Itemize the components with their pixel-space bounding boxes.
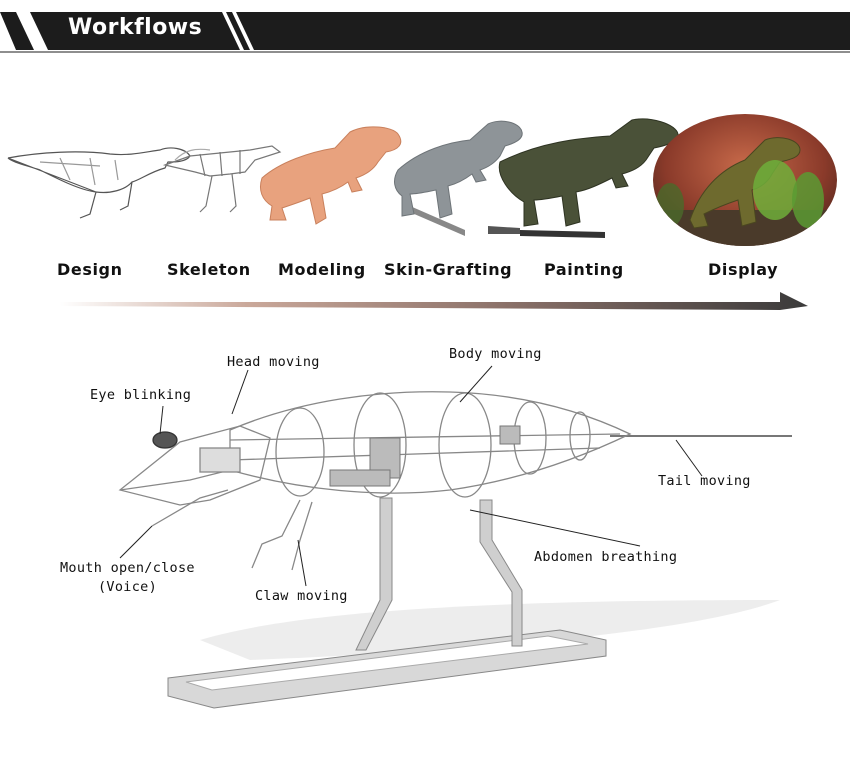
skeleton-frame-image bbox=[162, 145, 282, 213]
head-frame bbox=[118, 425, 271, 527]
callout-leader-lines bbox=[119, 365, 703, 587]
design-sketch-image bbox=[7, 147, 191, 219]
callout-mouth-open-close: Mouth open/close bbox=[60, 560, 195, 576]
skeleton-illustration bbox=[118, 365, 792, 709]
stage-label-skeleton: Skeleton bbox=[167, 260, 251, 279]
legs bbox=[355, 497, 523, 651]
painting-dinosaur-image bbox=[488, 118, 679, 238]
section-header: Workflows bbox=[0, 0, 850, 60]
callout-head-moving: Head moving bbox=[227, 354, 320, 370]
modeling-foam-image bbox=[259, 126, 402, 225]
skeleton-diagram: Head moving Body moving Eye blinking Tai… bbox=[0, 330, 850, 750]
page-title: Workflows bbox=[68, 15, 203, 40]
callout-body-moving: Body moving bbox=[449, 346, 542, 362]
workflow-strip: Design Skeleton Modeling Skin-Grafting P… bbox=[0, 110, 850, 320]
callout-mouth-voice: (Voice) bbox=[98, 579, 157, 595]
base-frame bbox=[167, 629, 607, 709]
callout-claw-moving: Claw moving bbox=[255, 588, 348, 604]
body-cage bbox=[229, 391, 632, 498]
stage-label-design: Design bbox=[57, 260, 123, 279]
internal-mechanics bbox=[329, 425, 521, 487]
arm-frame bbox=[251, 499, 313, 571]
workflow-arrow bbox=[60, 292, 808, 310]
stage-label-skin-grafting: Skin-Grafting bbox=[384, 260, 513, 279]
stage-label-painting: Painting bbox=[544, 260, 624, 279]
stage-label-modeling: Modeling bbox=[278, 260, 366, 279]
callout-tail-moving: Tail moving bbox=[658, 473, 751, 489]
callout-eye-blinking: Eye blinking bbox=[90, 387, 192, 403]
workflow-illustrations bbox=[7, 114, 837, 310]
display-scene-image bbox=[653, 114, 837, 246]
header-bar bbox=[0, 12, 850, 53]
stage-label-display: Display bbox=[708, 260, 779, 279]
skin-grafting-image bbox=[394, 120, 523, 236]
callout-abdomen-breathing: Abdomen breathing bbox=[534, 549, 678, 565]
